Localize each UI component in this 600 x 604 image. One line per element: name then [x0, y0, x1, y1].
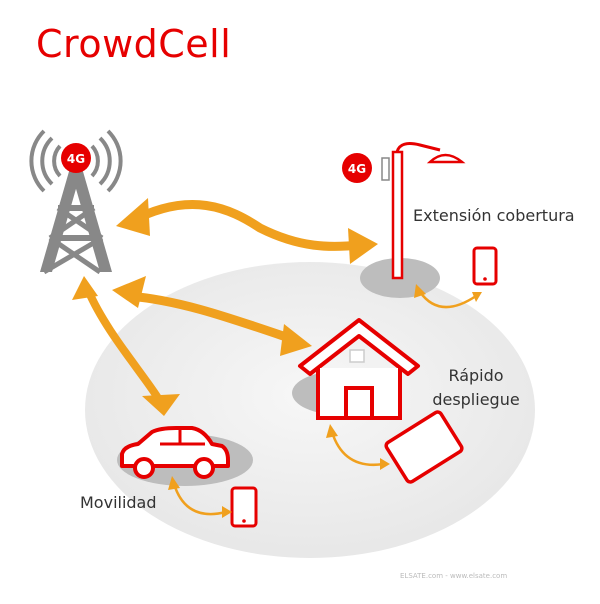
label-rapid-line1: Rápido [448, 366, 504, 385]
arrow-car-phone [168, 476, 232, 518]
tower-4g-badge: 4G [61, 143, 91, 173]
label-extension: Extensión cobertura [413, 206, 575, 225]
car-icon [120, 426, 230, 479]
arrow-tower-to-car [72, 276, 180, 416]
phone-icon-car [230, 486, 258, 528]
cell-tower-icon [29, 129, 123, 275]
lamp-4g-text: 4G [348, 162, 366, 176]
watermark: ELSATE.com - www.elsate.com [400, 572, 508, 580]
tower-4g-text: 4G [67, 152, 85, 166]
page-title: CrowdCell [36, 22, 232, 66]
street-lamp-icon [381, 142, 466, 280]
label-mobility: Movilidad [80, 493, 157, 512]
label-rapid-line2: despliegue [432, 390, 520, 409]
lamp-4g-badge: 4G [342, 153, 372, 183]
phone-icon-lamp [472, 246, 498, 286]
house-icon [298, 318, 420, 420]
arrow-house-tablet [326, 424, 390, 470]
arrow-lamp-phone [414, 284, 482, 309]
arrow-tower-to-house [112, 276, 312, 356]
tablet-icon [384, 410, 464, 484]
arrow-tower-to-lamp [116, 198, 378, 264]
label-rapid: Rápido despliegue [426, 364, 526, 412]
